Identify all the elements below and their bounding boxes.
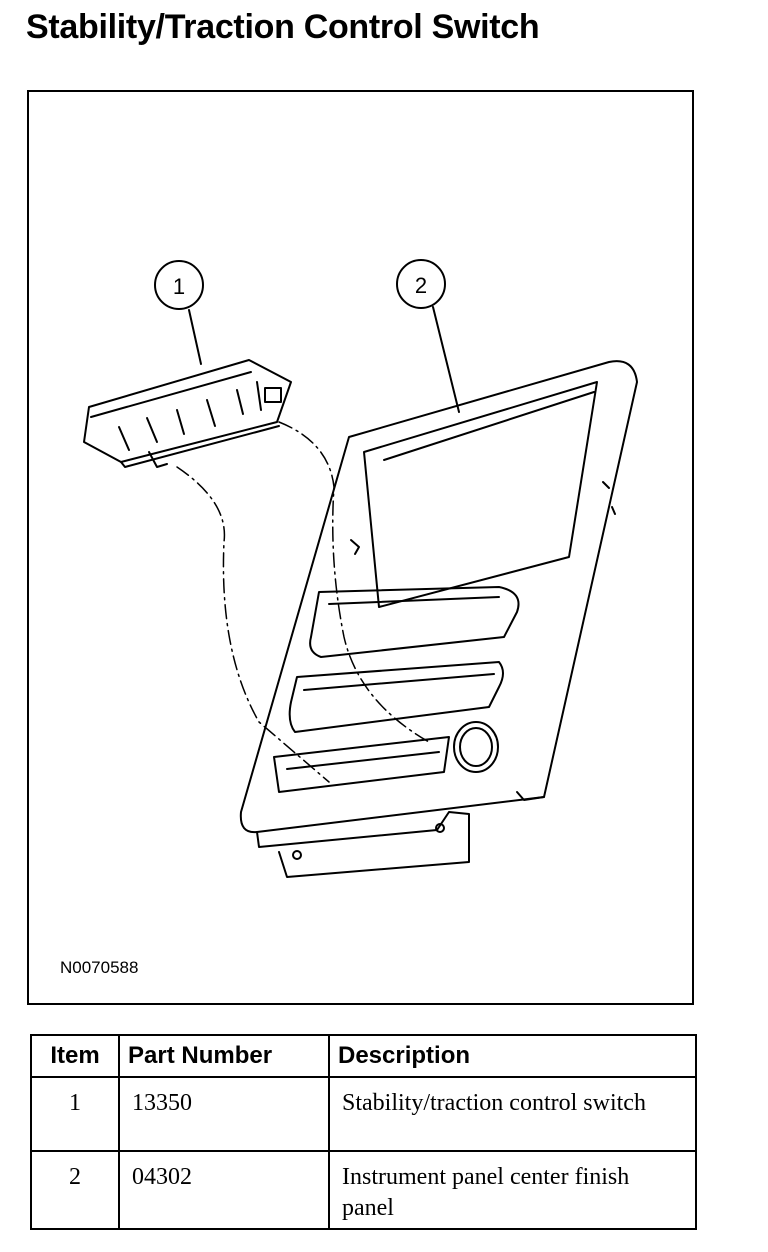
header-description: Description (328, 1034, 697, 1078)
description-cell: Stability/traction control switch (328, 1076, 697, 1152)
part-number-cell: 13350 (118, 1076, 330, 1152)
table-row: 2 04302 Instrument panel center finish p… (30, 1150, 697, 1230)
parts-table: Item Part Number Description 1 13350 Sta… (30, 1034, 697, 1230)
item-cell: 2 (30, 1150, 120, 1230)
page-title: Stability/Traction Control Switch (26, 8, 540, 46)
table-header-row: Item Part Number Description (30, 1034, 697, 1078)
traction-control-switch-drawing (83, 359, 292, 468)
header-item: Item (30, 1034, 120, 1078)
table-row: 1 13350 Stability/traction control switc… (30, 1076, 697, 1152)
callout-leaders (188, 306, 460, 413)
callout-1: 1 (154, 260, 204, 310)
figure-frame: 1 2 N0070588 (27, 90, 694, 1005)
part-number-cell: 04302 (118, 1150, 330, 1230)
assembly-guide-lines (176, 421, 430, 783)
description-cell: Instrument panel center finish panel (328, 1150, 697, 1230)
figure-id: N0070588 (60, 958, 139, 977)
item-cell: 1 (30, 1076, 120, 1152)
callout-2: 2 (396, 259, 446, 309)
header-part-number: Part Number (118, 1034, 330, 1078)
center-finish-panel-drawing (239, 360, 638, 878)
callout-label-2: 2 (415, 273, 427, 298)
exploded-view-illustration: 1 2 (83, 259, 638, 878)
callout-label-1: 1 (173, 274, 185, 299)
